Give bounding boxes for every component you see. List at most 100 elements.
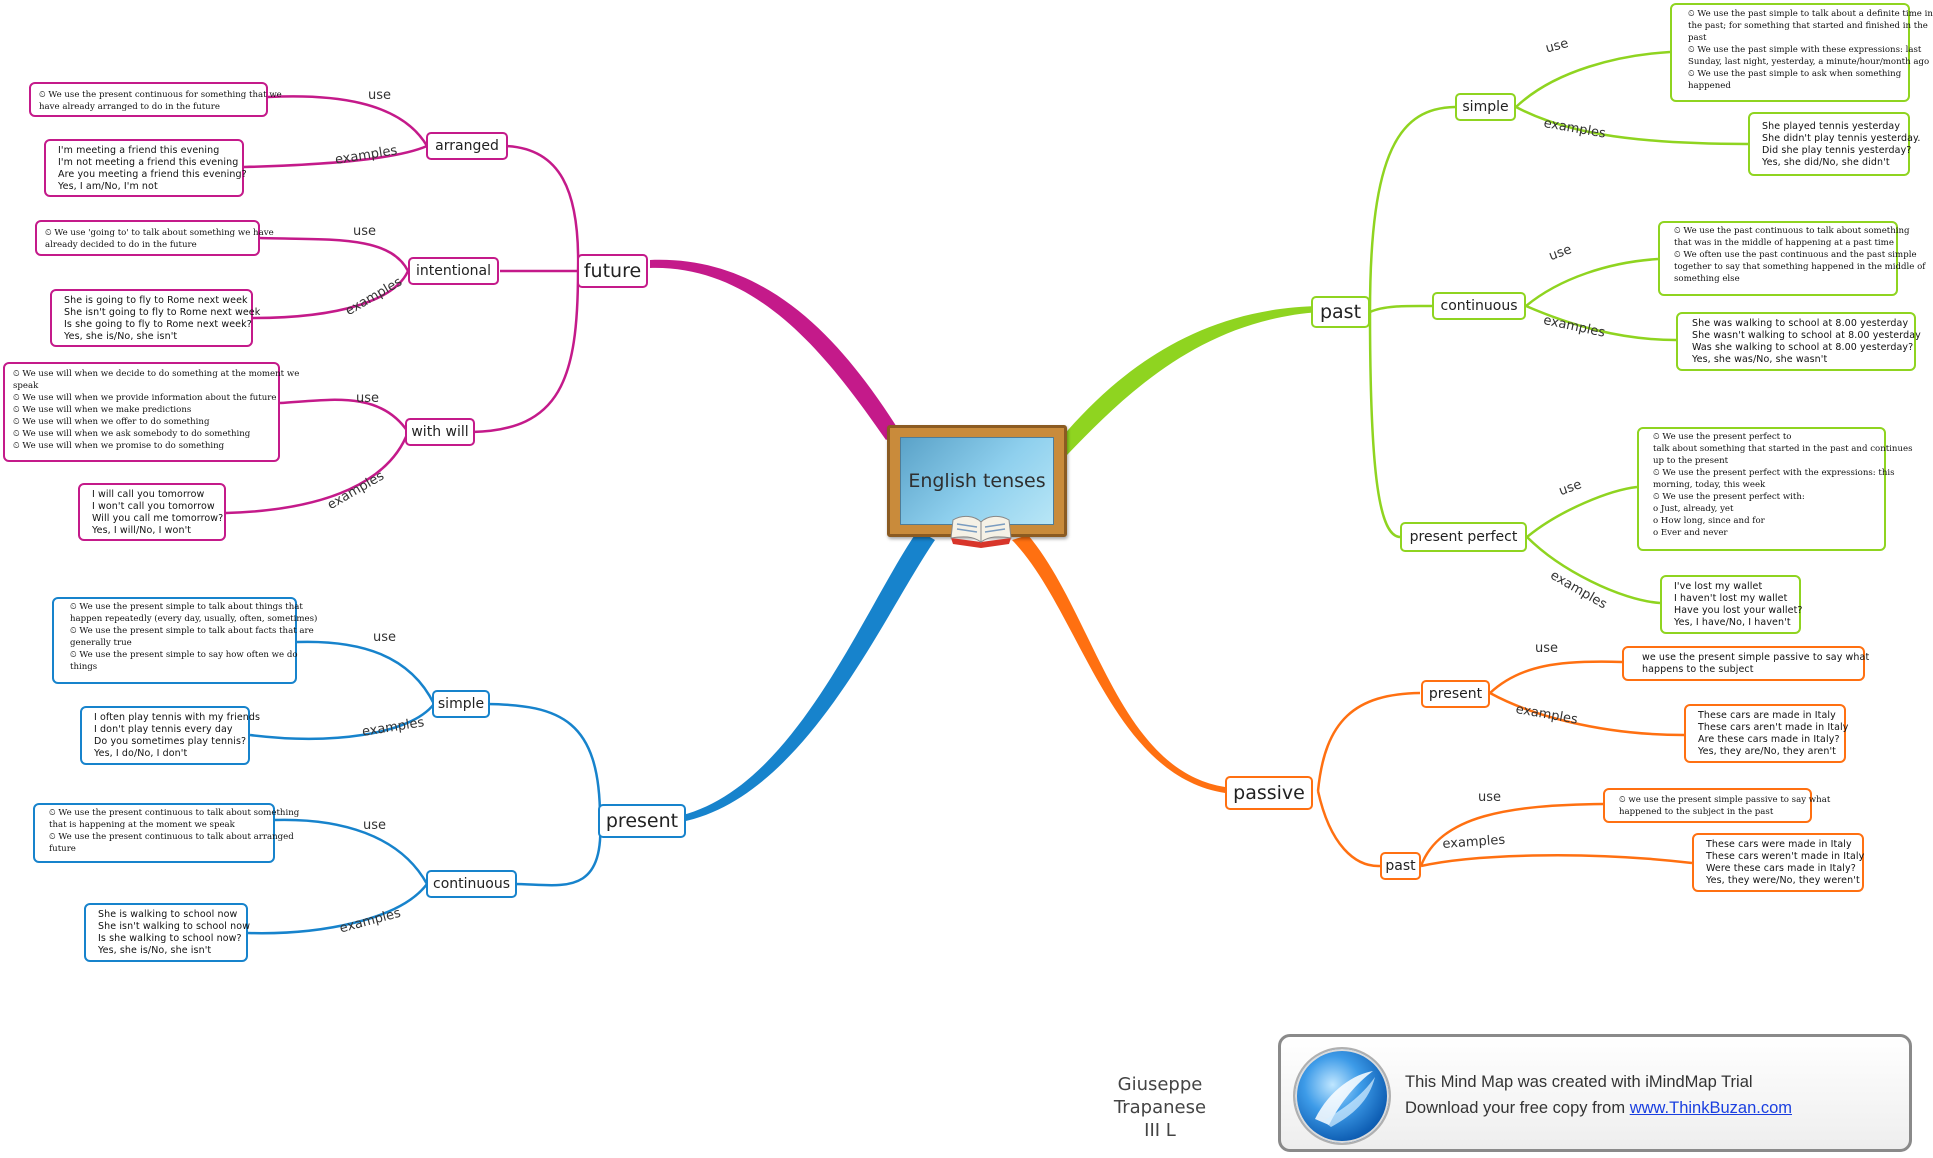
note-line: Yes, I am/No, I'm not [58,181,158,192]
node-future-intentional[interactable]: intentional [408,257,499,285]
node-past-present-perfect-label: present perfect [1409,529,1518,545]
note-line: ⏲ We use will when we decide to do somet… [13,369,300,379]
branch-past[interactable]: past [1311,296,1370,328]
label-present-continuous-use: use [363,818,387,833]
note-line: past [1688,33,1707,43]
branch-present[interactable]: present [598,804,686,838]
note-past-simple-examples: She played tennis yesterday She didn't p… [1748,112,1920,176]
node-passive-present[interactable]: present [1421,680,1490,708]
note-future-with-will-use: ⏲ We use will when we decide to do somet… [3,362,300,462]
note-future-with-will-examples: I will call you tomorrow I won't call yo… [78,483,226,541]
note-past-continuous-use: ⏲ We use the past continuous to talk abo… [1658,221,1926,296]
label-future-intentional-use: use [353,224,377,239]
node-present-continuous[interactable]: continuous [426,870,517,898]
banner-download-text: Download your free copy from [1405,1099,1630,1117]
node-past-simple[interactable]: simple [1455,93,1516,121]
note-line: She was walking to school at 8.00 yester… [1692,318,1909,329]
note-past-continuous-examples: She was walking to school at 8.00 yester… [1676,312,1921,371]
branch-passive[interactable]: passive [1225,776,1313,810]
note-line: ⏲ We use will when we provide informatio… [13,393,277,403]
note-line: ⏲ We use the present continuous for some… [39,90,282,100]
label-future-with-will-use: use [356,391,380,406]
node-passive-past-label: past [1385,858,1416,874]
note-line: Yes, I will/No, I won't [92,525,192,536]
note-line: happen repeatedly (every day, usually, o… [70,614,318,624]
note-line: She is going to fly to Rome next week [64,295,248,306]
note-line: already decided to do in the future [45,240,197,250]
note-line: Is she going to fly to Rome next week? [64,319,252,330]
note-line: She wasn't walking to school at 8.00 yes… [1692,330,1921,341]
node-future-with-will[interactable]: with will [405,418,475,446]
author-first-name: Giuseppe [1117,1074,1203,1095]
note-line: Do you sometimes play tennis? [94,736,247,747]
note-future-intentional-use: ⏲ We use 'going to' to talk about someth… [35,220,274,256]
node-present-simple[interactable]: simple [432,690,490,718]
note-line: Yes, they were/No, they weren't [1706,875,1860,886]
note-line: happens to the subject [1642,664,1754,675]
note-line: These cars are made in Italy [1698,710,1836,721]
note-passive-present-examples: These cars are made in Italy These cars … [1684,704,1849,763]
note-line: I won't call you tomorrow [92,501,215,512]
thinkbuzan-link[interactable]: www.ThinkBuzan.com [1629,1099,1792,1117]
note-line: ⏲ We use the present perfect to [1653,432,1792,442]
note-line: ⏲ We use the past continuous to talk abo… [1674,226,1910,236]
note-line: happened to the subject in the past [1619,807,1774,817]
note-line: Yes, I have/No, I haven't [1674,617,1791,628]
note-line: ⏲ We use the present perfect with the ex… [1653,468,1895,478]
note-line: have already arranged to do in the futur… [39,102,220,112]
board-surface: English tenses [900,437,1054,525]
note-line: I haven't lost my wallet [1674,593,1788,604]
note-present-simple-examples: I often play tennis with my friends I do… [80,706,260,765]
label-passive-past-use: use [1478,790,1502,805]
note-line: ⏲ We often use the past continuous and t… [1674,250,1917,260]
note-line: future [49,844,76,854]
note-line: ⏲ We use the present perfect with: [1653,492,1805,502]
node-passive-past[interactable]: past [1380,852,1421,880]
note-line: ⏲ We use will when we promise to do some… [13,441,225,451]
note-line: ⏲ We use 'going to' to talk about someth… [45,228,274,238]
note-present-continuous-use: ⏲ We use the present continuous to talk … [33,803,300,863]
note-line: ⏲ we use the present simple passive to s… [1619,795,1831,805]
node-present-simple-label: simple [437,696,485,712]
note-line: She played tennis yesterday [1762,121,1901,132]
node-past-present-perfect[interactable]: present perfect [1400,522,1527,552]
label-passive-present-use: use [1535,641,1559,656]
node-future-intentional-label: intentional [415,263,492,279]
branch-present-label: present [605,810,679,832]
node-past-continuous[interactable]: continuous [1432,292,1526,320]
central-topic-board[interactable]: English tenses [887,425,1067,537]
label-present-simple-use: use [373,630,397,645]
note-line: These cars weren't made in Italy [1706,851,1865,862]
node-future-arranged[interactable]: arranged [426,132,508,160]
note-line: She is walking to school now [98,909,238,920]
note-line: ⏲ We use the present continuous to talk … [49,832,294,842]
note-line: Will you call me tomorrow? [92,513,224,524]
note-line: ⏲ We use the present continuous to talk … [49,808,300,818]
note-line: Are you meeting a friend this evening? [58,169,247,180]
imindmap-logo-icon [1293,1047,1391,1145]
node-past-continuous-label: continuous [1440,298,1518,314]
note-present-simple-use: ⏲ We use the present simple to talk abou… [52,597,318,684]
note-line: o How long, since and for [1653,516,1765,526]
note-line: talk about something that started in the… [1653,444,1913,454]
note-line: I'm not meeting a friend this evening [58,157,239,168]
note-line: up to the present [1653,456,1729,466]
node-future-with-will-label: with will [411,424,469,440]
note-line: She isn't walking to school now [98,921,251,932]
branch-past-label: past [1319,301,1362,323]
note-line: Yes, she is/No, she isn't [64,331,178,342]
note-passive-present-use: we use the present simple passive to say… [1622,646,1869,681]
note-line: the past; for something that started and… [1688,21,1928,31]
note-line: Are these cars made in Italy? [1698,734,1840,745]
note-line: These cars aren't made in Italy [1698,722,1849,733]
note-line: Yes, she did/No, she didn't [1762,157,1890,168]
branch-future[interactable]: future [577,254,648,288]
branch-future-label: future [583,260,642,282]
note-line: things [70,662,98,672]
note-line: Yes, I do/No, I don't [94,748,188,759]
note-line: ⏲ We use the past simple with these expr… [1688,45,1922,55]
note-line: together to say that something happened … [1674,262,1926,272]
note-future-arranged-use: ⏲ We use the present continuous for some… [29,82,282,117]
note-line: that is happening at the moment we speak [49,820,235,830]
note-line: ⏲ We use will when we ask somebody to do… [13,429,251,439]
